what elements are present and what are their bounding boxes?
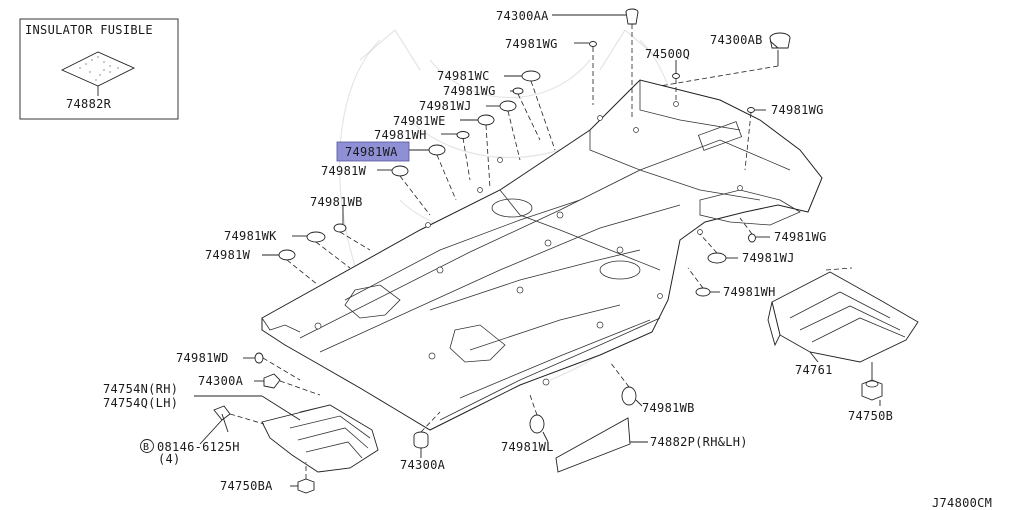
inset-insulator-fusible: INSULATOR FUSIBLE 74882R (19, 18, 179, 120)
inset-title: INSULATOR FUSIBLE (25, 23, 153, 37)
plug-74300A-bottom (413, 431, 429, 449)
fusible-pad-dots (79, 56, 119, 81)
inset-part-number: 74882R (66, 97, 112, 111)
label-74981W-2[interactable]: 74981W (205, 248, 251, 262)
label-74981WB-bottom[interactable]: 74981WB (642, 401, 695, 415)
insulator-74882P (555, 417, 631, 473)
grommet-74981WG-right2 (748, 233, 756, 243)
label-74750BA[interactable]: 74750BA (220, 479, 273, 493)
grommet-74981WE (477, 114, 495, 126)
floor-holes (314, 101, 743, 386)
nut-74750B (861, 379, 883, 401)
label-74300AB[interactable]: 74300AB (710, 33, 763, 47)
label-74754N[interactable]: 74754N(RH) (103, 382, 178, 396)
cover-74761 (767, 271, 919, 363)
label-74981WH-right[interactable]: 74981WH (723, 285, 776, 299)
grommet-74981WB (333, 223, 347, 233)
grommet-74981WB-bottom (621, 386, 637, 406)
label-74761[interactable]: 74761 (795, 363, 833, 377)
bolt-circle-icon: B (140, 439, 154, 453)
fusible-pad-shape (60, 51, 136, 87)
label-74750B[interactable]: 74750B (848, 409, 893, 423)
floor-panel (261, 79, 823, 431)
label-74981WE[interactable]: 74981WE (393, 114, 446, 128)
label-74981WG-top[interactable]: 74981WG (505, 37, 558, 51)
label-74981WJ[interactable]: 74981WJ (419, 99, 472, 113)
floor-opening-rear (599, 260, 641, 280)
leader-lines (194, 14, 881, 487)
plug-74300AA (625, 8, 639, 25)
label-74981WC[interactable]: 74981WC (437, 69, 490, 83)
label-74300A-bottom[interactable]: 74300A (400, 458, 446, 472)
rear-floor-recess (697, 121, 743, 151)
label-74981WG-2[interactable]: 74981WG (443, 84, 496, 98)
bolt-prefix: B (143, 442, 149, 453)
label-74754Q[interactable]: 74754Q(LH) (103, 396, 178, 410)
grommet-74981WH-right (695, 287, 711, 297)
label-74981W[interactable]: 74981W (321, 164, 367, 178)
grommet-74500Q (672, 73, 680, 79)
grommet-74981WC (521, 70, 541, 82)
grommet-74981WJ-right (707, 252, 727, 264)
grommet-74981WA (428, 144, 446, 156)
label-74981WJ-right[interactable]: 74981WJ (742, 251, 795, 265)
label-08146-qty: (4) (158, 452, 181, 466)
grommet-74981WD (254, 352, 264, 364)
floor-opening-front (491, 198, 533, 218)
grommet-74981W (391, 165, 409, 177)
label-74882P[interactable]: 74882P(RH&LH) (650, 435, 748, 449)
label-08146-6125H[interactable]: 08146-6125H (157, 440, 240, 454)
figure-code: J74800CM (932, 496, 992, 510)
label-74981WL[interactable]: 74981WL (501, 440, 554, 454)
grommet-74981WK (306, 231, 326, 243)
label-74300A-left[interactable]: 74300A (198, 374, 244, 388)
grommet-74981WG-2 (512, 87, 524, 95)
grommet-74981WH (456, 131, 470, 139)
label-74981WA[interactable]: 74981WA (345, 145, 398, 159)
part-labels: 74300AA 74981WG 74300AB 74500Q 74981WC 7… (103, 9, 992, 510)
label-74300AA[interactable]: 74300AA (496, 9, 549, 23)
cover-74754 (261, 404, 379, 473)
plug-74300AB (769, 32, 791, 49)
label-74981WD[interactable]: 74981WD (176, 351, 229, 365)
grommet-74981WG-right (747, 107, 755, 113)
bolt-08146 (213, 405, 231, 433)
grommet-74981WG-top (589, 41, 597, 47)
nut-74750BA (297, 478, 315, 494)
highlight-74981WA (336, 141, 410, 162)
grommet-74981WL (529, 414, 545, 434)
grommet-74981W-2 (278, 249, 296, 261)
grommet-74981WJ (499, 100, 517, 112)
label-74981WG-right2[interactable]: 74981WG (774, 230, 827, 244)
inset-frame (19, 18, 179, 120)
label-74981WB[interactable]: 74981WB (310, 195, 363, 209)
label-74981WG-right[interactable]: 74981WG (771, 103, 824, 117)
label-74981WH[interactable]: 74981WH (374, 128, 427, 142)
label-74981WK[interactable]: 74981WK (224, 229, 277, 243)
plug-74300A-left (263, 373, 281, 389)
label-74500Q[interactable]: 74500Q (645, 47, 690, 61)
